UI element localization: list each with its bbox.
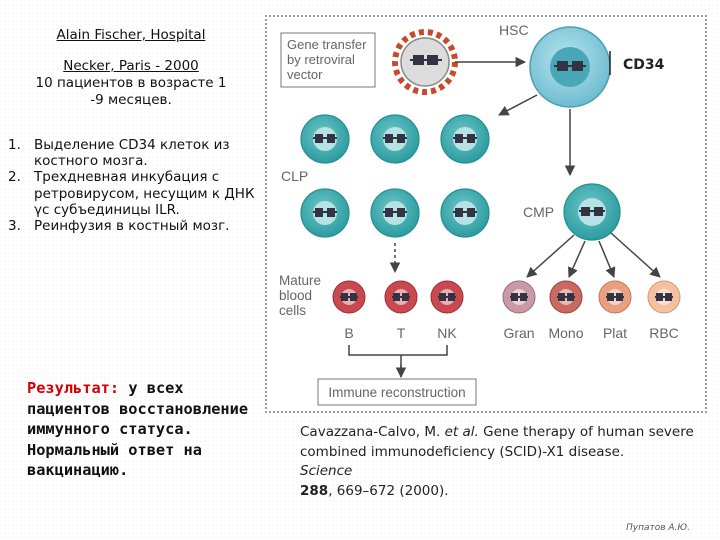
step-text: Трехдневная инкубация с ретровирусом, не… — [34, 169, 255, 218]
heading-line-4: -9 месяцев. — [90, 92, 172, 108]
gene-transfer-label-line1: Gene transfer — [287, 37, 367, 52]
hsc-label: HSC — [499, 22, 529, 38]
mature-label-line2: blood — [279, 288, 312, 303]
step-number: 2. — [8, 169, 21, 186]
gran-cell — [502, 280, 536, 314]
citation-authors: Cavazzana-Calvo, M. — [300, 424, 441, 440]
cell-type-label: Mono — [548, 325, 583, 341]
footer-author: Пупатов А.Ю. — [625, 523, 690, 533]
clp-cell — [300, 114, 350, 164]
citation-journal: Science — [300, 463, 353, 479]
heading-line-2: Necker, Paris - 2000 — [63, 58, 199, 74]
study-details: Necker, Paris - 2000 10 пациентов в возр… — [0, 58, 262, 109]
cell-type-label: B — [344, 325, 353, 341]
result-text: у всех пациентов восстановление иммунног… — [27, 379, 249, 479]
step-text: Реинфузия в костный мозг. — [34, 218, 230, 235]
cell-type-label: T — [397, 325, 406, 341]
step-number: 3. — [8, 218, 21, 235]
arrow-cmp-to-gran — [526, 234, 575, 278]
step-item: 1. Выделение CD34 клеток из костного моз… — [8, 137, 258, 169]
cell-type-label: Plat — [603, 325, 627, 341]
lymphoid-bracket — [348, 345, 448, 373]
heading-line-3: 10 пациентов в возрасте 1 — [35, 75, 227, 91]
left-text-panel: Alain Fischer, Hospital Necker, Paris - … — [0, 0, 262, 540]
cmp-cell — [563, 183, 621, 241]
citation-volume: 288 — [300, 482, 329, 499]
citation-etal: et al. — [444, 424, 479, 440]
clp-cell — [300, 188, 350, 238]
result-label: Результат: — [27, 379, 120, 397]
retrovirus-icon — [392, 29, 458, 95]
study-heading: Alain Fischer, Hospital — [0, 27, 262, 44]
procedure-steps: 1. Выделение CD34 клеток из костного моз… — [8, 137, 258, 234]
hsc-cell — [529, 26, 611, 108]
step-text: Выделение CD34 клеток из костного мозга. — [34, 137, 230, 170]
arrow-hsc-to-clp — [498, 94, 538, 116]
immune-reconstruction-box — [317, 378, 477, 406]
citation-title: Gene therapy of human severe combined im… — [300, 424, 694, 460]
mature-label-line3: cells — [279, 303, 306, 318]
clp-cell — [440, 188, 490, 238]
cell-type-label: Gran — [503, 325, 534, 341]
clp-cell — [370, 188, 420, 238]
arrow-cmp-to-rbc — [610, 232, 661, 278]
t-cell — [384, 280, 418, 314]
mono-cell — [549, 280, 583, 314]
rbc-cell — [647, 280, 681, 314]
nk-cell — [430, 280, 464, 314]
gene-transfer-label-line2: by retroviral — [287, 52, 355, 67]
b-cell — [332, 280, 366, 314]
gene-transfer-box — [280, 32, 376, 88]
plat-cell — [598, 280, 632, 314]
cd34-label: CD34 — [623, 57, 665, 73]
gene-therapy-figure: Gene transfer by retroviral vector HSC C… — [265, 15, 707, 413]
step-item: 3. Реинфузия в костный мозг. — [8, 218, 258, 234]
cell-type-label: RBC — [649, 325, 679, 341]
cd34-tag — [610, 47, 702, 77]
clp-cell — [440, 114, 490, 164]
result-paragraph: Результат: у всех пациентов восстановлен… — [27, 378, 259, 481]
cell-type-label: NK — [437, 325, 457, 341]
gene-transfer-label-line3: vector — [287, 67, 323, 82]
mature-label-line1: Mature — [279, 273, 321, 288]
differentiation-diagram: Gene transfer by retroviral vector HSC C… — [279, 22, 702, 406]
arrow-cmp-to-plat — [598, 240, 616, 278]
citation-pages: , 669–672 (2000). — [328, 482, 449, 499]
heading-line-1: Alain Fischer, Hospital — [56, 27, 206, 43]
arrow-cmp-to-mono — [568, 240, 586, 278]
immune-reconstruction-label: Immune reconstruction — [328, 385, 465, 400]
step-item: 2. Трехдневная инкубация с ретровирусом,… — [8, 169, 258, 218]
cmp-label: CMP — [523, 204, 554, 220]
clp-label: CLP — [281, 168, 308, 184]
citation: Cavazzana-Calvo, M. et al. Gene therapy … — [300, 423, 710, 501]
clp-cell — [370, 114, 420, 164]
step-number: 1. — [8, 137, 21, 153]
